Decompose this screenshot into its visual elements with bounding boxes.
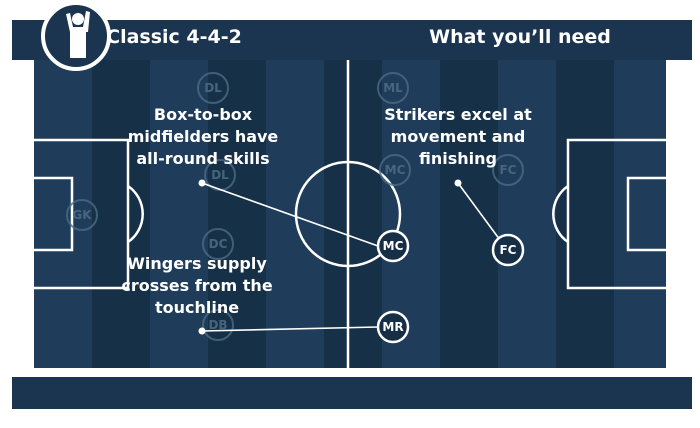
annotation-line: Wingers supply [127, 254, 267, 273]
faint-marker: GK [66, 199, 98, 231]
faint-marker: FC [492, 154, 524, 186]
svg-text:DC: DC [209, 237, 228, 251]
pointer-line-mr [201, 326, 379, 332]
annotation-strikers: Strikers excel at movement and finishing [356, 104, 560, 170]
svg-text:ML: ML [383, 81, 403, 95]
player-marker-fc: FC [491, 233, 525, 267]
svg-text:FC: FC [499, 243, 516, 257]
left-six-yard-box [34, 176, 74, 252]
footer-bar [12, 377, 692, 409]
page-title: Classic 4-4-2 [106, 26, 242, 48]
player-marker-mr: MR [376, 310, 410, 344]
right-penalty-box [566, 138, 666, 290]
pointer-line-fc [457, 182, 501, 241]
pointer-line-mc [201, 182, 379, 247]
svg-text:MC: MC [385, 163, 406, 177]
svg-text:GK: GK [72, 208, 92, 222]
annotation-line: movement and [390, 127, 526, 146]
footballer-silhouette-icon [66, 11, 90, 58]
svg-text:MC: MC [383, 239, 404, 253]
player-marker-mc: MC [376, 229, 410, 263]
faint-marker: DB [202, 309, 234, 341]
left-penalty-box [34, 138, 130, 290]
annotation-line: touchline [154, 298, 240, 317]
annotation-line: Strikers excel at [384, 105, 532, 124]
faint-marker: ML [377, 72, 409, 104]
faint-marker: DC [202, 228, 234, 260]
header-bar [12, 20, 692, 60]
annotation-box-to-box: Box-to-box midfielders have all-round sk… [98, 104, 308, 170]
annotation-line: all-round skills [136, 149, 270, 168]
annotation-line: finishing [419, 149, 497, 168]
faint-marker: MC [379, 154, 411, 186]
svg-text:FC: FC [499, 163, 516, 177]
faint-position-markers: DL DL DC DB GK ML MC FC [66, 72, 524, 341]
svg-text:DL: DL [204, 81, 222, 95]
faint-marker: DL [197, 72, 229, 104]
logo-badge [41, 1, 111, 71]
svg-text:DB: DB [208, 318, 227, 332]
right-six-yard-box [626, 176, 666, 252]
pointer-dot [198, 327, 206, 335]
annotation-line: Box-to-box [153, 105, 253, 124]
annotation-line: crosses from the [121, 276, 273, 295]
pointer-dot [198, 179, 206, 187]
right-penalty-arc [552, 184, 569, 244]
annotation-wingers: Wingers supply crosses from the touchlin… [92, 253, 302, 319]
pointer-dot [454, 179, 462, 187]
svg-text:MR: MR [382, 320, 403, 334]
centre-circle [294, 160, 402, 268]
pointer-lines [198, 179, 501, 335]
section-title: What you’ll need [429, 26, 611, 48]
left-penalty-arc [127, 184, 144, 244]
svg-text:DL: DL [211, 168, 229, 182]
pitch-markings [34, 60, 666, 368]
annotation-line: midfielders have [127, 127, 279, 146]
